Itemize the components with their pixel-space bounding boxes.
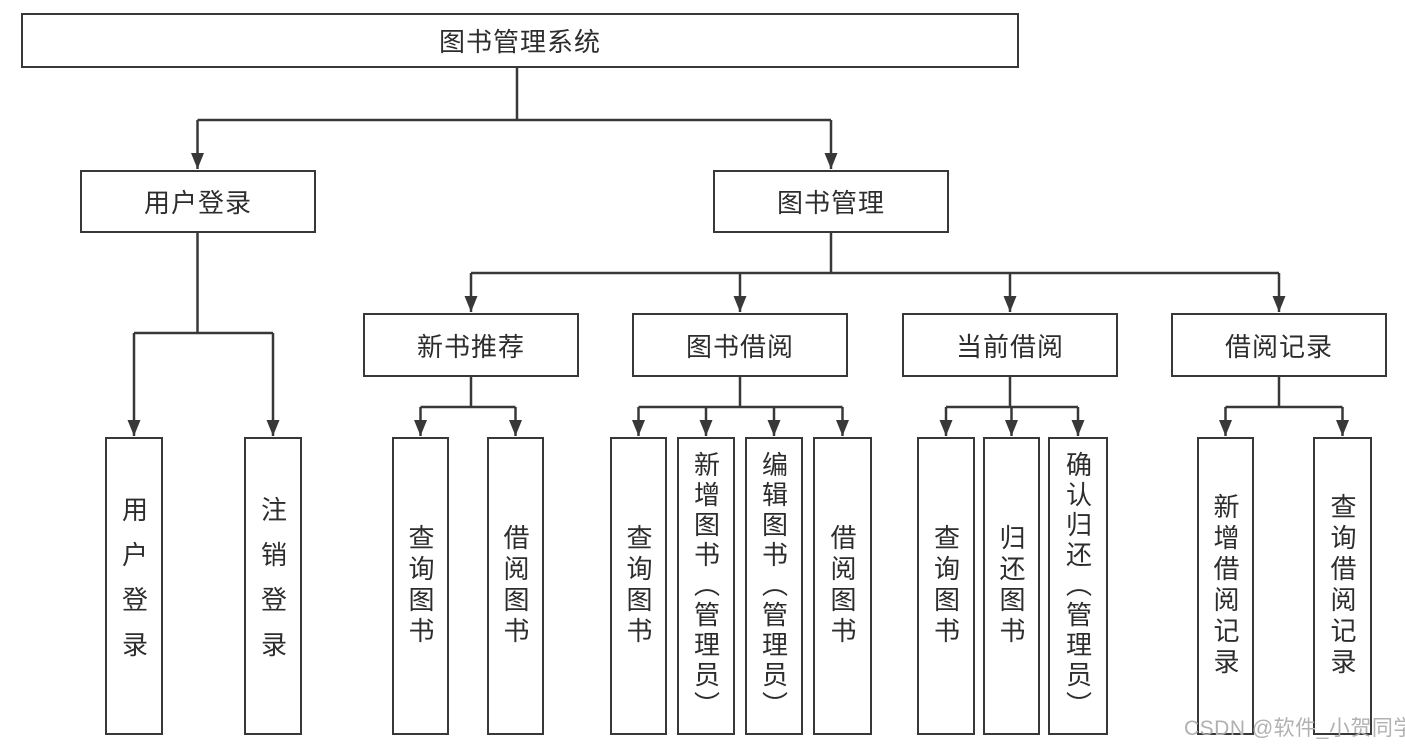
node-book-management: 图书管理 <box>713 170 949 233</box>
leaf-edit-books-admin: 编辑图书（管理员） <box>745 437 803 735</box>
leaf-query-books: 查询图书 <box>917 437 975 735</box>
leaf-query-books: 查询图书 <box>610 437 667 735</box>
leaf-user-login: 用户登录 <box>105 437 163 735</box>
leaf-return-books: 归还图书 <box>983 437 1040 735</box>
csdn-watermark: CSDN @软件_小贺同学 <box>1184 717 1405 740</box>
node-borrowing-records: 借阅记录 <box>1171 313 1387 377</box>
leaf-borrow-books: 借阅图书 <box>487 437 544 735</box>
leaf-add-borrow-record: 新增借阅记录 <box>1197 437 1254 735</box>
node-current-borrowing: 当前借阅 <box>902 313 1118 377</box>
node-user-login: 用户登录 <box>80 170 316 233</box>
node-book-borrowing: 图书借阅 <box>632 313 848 377</box>
leaf-borrow-books: 借阅图书 <box>813 437 872 735</box>
leaf-logout: 注销登录 <box>244 437 302 735</box>
leaf-confirm-return-admin: 确认归还（管理员） <box>1048 437 1108 735</box>
leaf-query-books: 查询图书 <box>392 437 449 735</box>
leaf-add-books-admin: 新增图书（管理员） <box>677 437 735 735</box>
node-root-system: 图书管理系统 <box>21 13 1019 68</box>
leaf-query-borrow-record: 查询借阅记录 <box>1313 437 1372 735</box>
node-new-book-recommendation: 新书推荐 <box>363 313 579 377</box>
